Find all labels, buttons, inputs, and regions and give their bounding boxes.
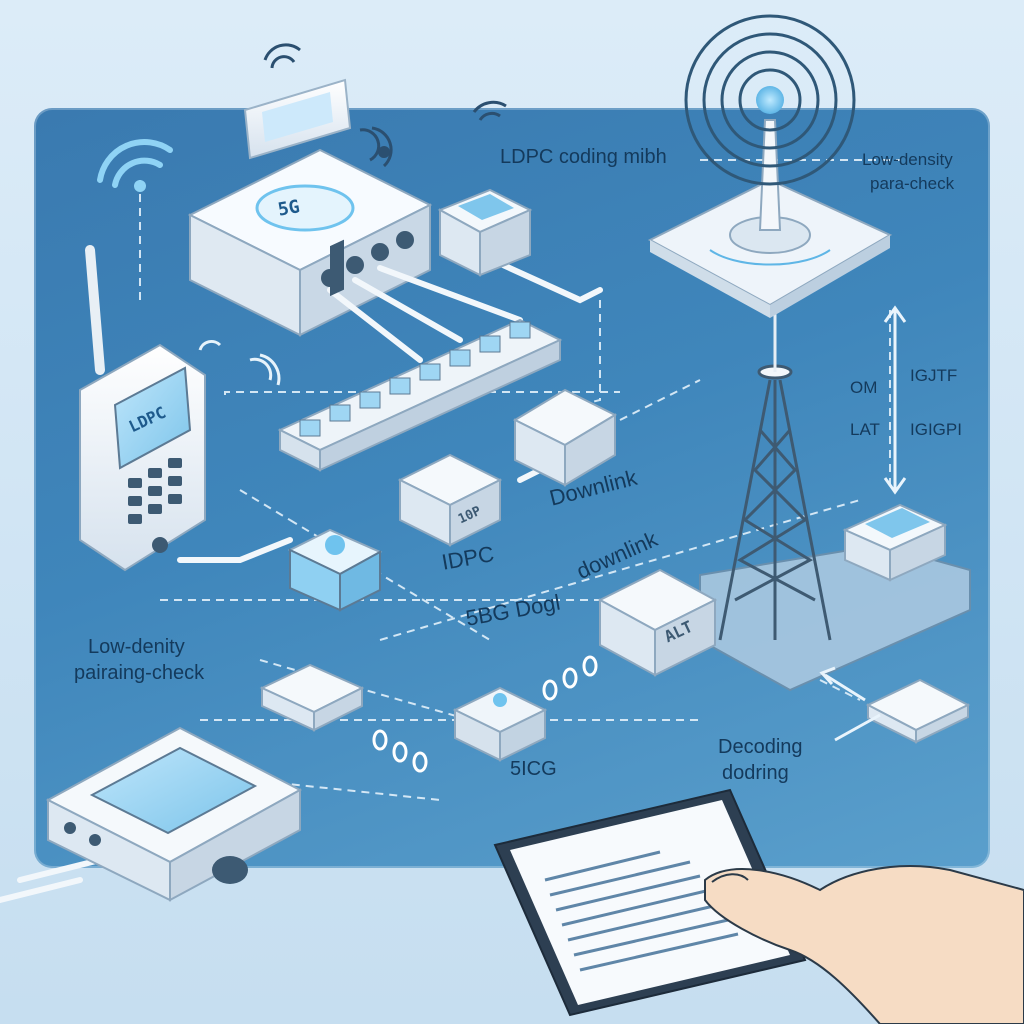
modem-device [45, 726, 303, 902]
module-left-chip [259, 663, 365, 732]
label-pairing-check: pairaing-check [74, 662, 205, 684]
encoder-cube-blue [287, 528, 383, 612]
handset-device [79, 245, 206, 572]
label-ldpc-coding: LDPC coding mibh [500, 146, 667, 168]
module-alt [597, 568, 718, 677]
filter-bank [277, 239, 563, 472]
base-station [647, 86, 893, 318]
encoder-module-top [437, 188, 533, 277]
hand-icon [704, 865, 1024, 1024]
server-module [842, 503, 948, 582]
floating-5g-card [243, 43, 352, 160]
module-10p [397, 453, 503, 547]
arrow-to-platform [819, 666, 881, 742]
downlink-module [512, 388, 618, 487]
module-right-chip [865, 678, 971, 744]
wifi-icon [97, 139, 173, 192]
label-dodring: dodring [722, 762, 789, 784]
vertical-arrow [883, 305, 907, 495]
antenna-tower [718, 300, 832, 641]
router-5g-badge: 5G [276, 196, 302, 221]
label-lat: LAT [850, 420, 880, 439]
signal-icon-small [198, 340, 281, 386]
label-low-density-top: Low-density [862, 150, 953, 169]
radio-waves [684, 14, 856, 186]
router-device [187, 148, 433, 337]
label-om: OM [850, 378, 878, 397]
decoder-chip [452, 686, 548, 762]
smartphone [493, 788, 807, 1017]
label-igjtf: IGJTF [910, 366, 958, 385]
label-igigpi: IGIGPI [910, 420, 962, 439]
signal-icon [359, 100, 507, 168]
label-decoding: Decoding [718, 736, 803, 758]
chain-links [372, 655, 598, 773]
label-5icg: 5ICG [510, 758, 557, 780]
cables [0, 247, 603, 903]
label-para-check: para-check [870, 174, 955, 193]
label-low-density-left: Low-denity [88, 636, 185, 658]
